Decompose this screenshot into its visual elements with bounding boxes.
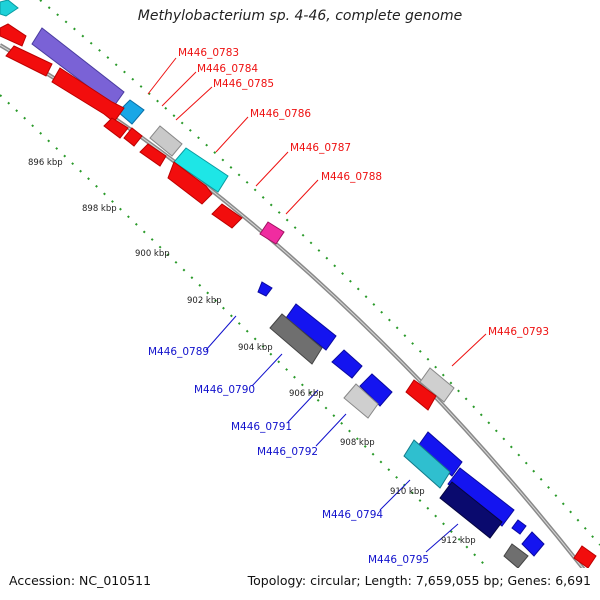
forward-gene-labels: M446_0783 M446_0784 M446_0785 M446_0786 …: [178, 47, 549, 338]
gene-reverse-blue: [447, 467, 515, 527]
gene-forward-red: [123, 127, 143, 147]
tick-label: 904 kbp: [238, 343, 273, 353]
gene-label-forward[interactable]: M446_0785: [213, 78, 274, 90]
tick-labels: 896 kbp 898 kbp 900 kbp 902 kbp 904 kbp …: [28, 158, 476, 546]
reverse-gene-labels: M446_0789 M446_0790 M446_0791 M446_0792 …: [148, 346, 429, 566]
gene-forward-red: [0, 23, 27, 47]
gene-forward-red: [103, 117, 129, 139]
gene-reverse-grey: [269, 313, 323, 365]
gene-label-forward[interactable]: M446_0783: [178, 47, 239, 59]
gene-forward-cyan: [0, 0, 19, 17]
gene-reverse-blue: [285, 303, 337, 351]
tick-label: 908 kbp: [340, 438, 375, 448]
genome-summary: Topology: circular; Length: 7,659,055 bp…: [247, 573, 591, 588]
gene-reverse-teal: [403, 439, 451, 489]
gene-forward-blue: [117, 99, 145, 125]
tick-label: 902 kbp: [187, 296, 222, 306]
gene-label-reverse[interactable]: M446_0792: [257, 446, 318, 458]
gene-forward-red: [405, 379, 437, 411]
gene-forward-red: [5, 45, 53, 77]
tick-label: 910 kbp: [390, 487, 425, 497]
gene-label-forward[interactable]: M446_0784: [197, 63, 258, 75]
gene-label-reverse[interactable]: M446_0794: [322, 509, 383, 521]
gene-label-reverse[interactable]: M446_0791: [231, 421, 292, 433]
gene-label-forward[interactable]: M446_0788: [321, 171, 382, 183]
gene-label-forward[interactable]: M446_0787: [290, 142, 351, 154]
gene-forward-magenta: [259, 221, 285, 245]
gene-reverse-grey: [343, 383, 379, 419]
gene-forward-grey: [419, 367, 455, 403]
gene-forward-cyan: [173, 147, 229, 193]
gene-reverse-blue: [331, 349, 363, 379]
gene-forward-red: [211, 203, 243, 229]
tick-ring-outer: [39, 0, 600, 546]
gene-reverse-blue: [511, 519, 527, 535]
map-title: Methylobacterium sp. 4-46, complete geno…: [137, 8, 463, 24]
gene-reverse-blue: [521, 531, 545, 557]
gene-forward-red: [573, 545, 597, 568]
gene-reverse-blue: [417, 431, 463, 477]
tick-label: 906 kbp: [289, 389, 324, 399]
gene-label-reverse[interactable]: M446_0789: [148, 346, 209, 358]
tick-label: 912 kbp: [441, 536, 476, 546]
gene-label-forward[interactable]: M446_0793: [488, 326, 549, 338]
gene-forward-red: [167, 161, 213, 205]
reverse-leaders: [205, 315, 459, 553]
forward-leaders: [147, 57, 487, 367]
accession-label: Accession: NC_010511: [9, 573, 152, 588]
forward-genes: [0, 0, 597, 568]
gene-label-forward[interactable]: M446_0786: [250, 108, 311, 120]
gene-reverse-blue: [359, 373, 393, 407]
gene-label-reverse[interactable]: M446_0790: [194, 384, 255, 396]
reverse-genes: [257, 281, 545, 568]
gene-label-reverse[interactable]: M446_0795: [368, 554, 429, 566]
gene-reverse-navy: [439, 481, 503, 539]
tick-ring-inner: [0, 94, 490, 568]
tick-label: 896 kbp: [28, 158, 63, 168]
gene-forward-grey: [149, 125, 183, 157]
tick-label: 898 kbp: [82, 204, 117, 214]
tick-label: 900 kbp: [135, 249, 170, 259]
gene-forward-red: [139, 143, 167, 167]
gene-reverse-blue: [257, 281, 273, 297]
gene-reverse-grey: [503, 543, 529, 568]
